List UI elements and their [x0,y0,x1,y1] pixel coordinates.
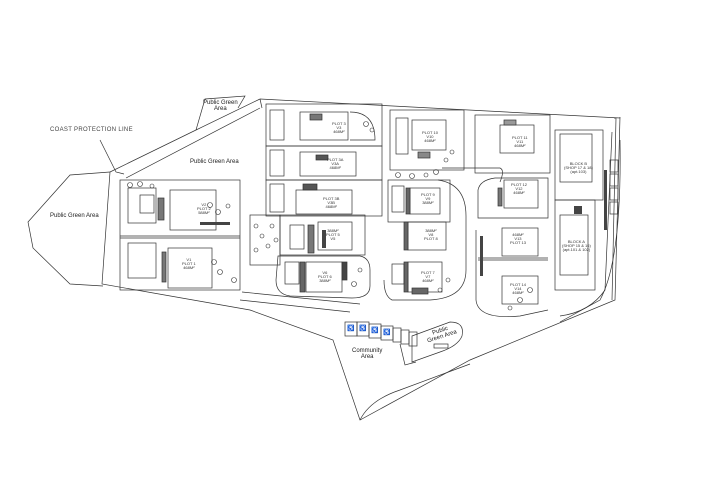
accessible-parking-icon: ♿ [371,328,379,334]
plot-number: PLOT 3A [327,157,344,162]
plot-number: PLOT 2 [197,206,211,212]
plot-area: 468M² [333,129,345,135]
plot-villa: V12 [515,186,523,192]
plot-villa: V11 [516,139,524,145]
plot-area: 468M² [512,232,524,237]
plot-block-1-2 [119,179,241,291]
plot-area: 388M² [319,278,331,284]
label-line: Community [352,348,383,354]
plot-10-label: PLOT 10 V10 468M² [422,130,438,144]
plot-number: PLOT 1 [182,261,196,267]
accessible-parking-icon: ♿ [383,330,391,336]
plot-area: 468M² [514,143,526,149]
plot-9-label: PLOT 9 V9 388M² [421,192,435,206]
plot-area: 468M² [512,290,524,296]
public-green-center-label: Public Green Area [190,159,239,165]
plot-area: 468M² [513,190,525,196]
plot-2-label: V2 PLOT 2 588M² [197,202,211,216]
label-line: Area [360,354,374,361]
plot-11-label: PLOT 11 V11 468M² [512,135,528,149]
plot-villa: V1 [186,257,192,262]
plot-number: PLOT 3 [332,121,346,126]
plot-5-label: 388M² PLOT 5 V5 [326,228,340,242]
plot-area: 468M² [424,138,436,144]
accessible-parking-icon: ♿ [359,326,367,332]
plot-3a-label: PLOT 3A V3A 468M² [327,157,344,171]
plot-12-label: PLOT 12 V12 468M² [511,182,527,196]
block-apts: (apt.101 & 102) [562,247,591,253]
plot-number: PLOT 3B [323,196,340,201]
plot-number: PLOT 7 [421,270,435,275]
plot-villa: V9 [425,196,431,202]
plot-area: 468M² [183,265,195,271]
block-apts: (apt.103) [570,169,587,175]
plot-area: 468M² [422,278,434,284]
public-green-left-label: Public Green Area [50,213,99,219]
plot-villa: V6 [322,270,328,275]
trees [127,121,533,311]
plot-6-label: V6 PLOT 6 388M² [318,270,332,284]
site-boundary [101,98,621,421]
plot-area: 388M² [422,200,434,206]
coast-protection-leader [99,139,125,175]
plot-number: PLOT 8 [424,236,438,242]
plot-13-label: 468M² V13 PLOT 13 [510,232,526,246]
plot-villa: V8 [428,232,434,238]
plot-number: PLOT 13 [510,240,526,246]
plot-8-label: 388M² V8 PLOT 8 [424,228,438,242]
plot-number: PLOT 10 [422,130,438,135]
block-a-label: BLOCK A (SHOP 15 & 16) (apt.101 & 102) [562,239,591,253]
plot-villa: V10 [426,134,434,140]
plot-7-label: PLOT 7 V7 468M² [421,270,435,284]
plot-3-label: PLOT 3 V3 468M² [332,121,346,135]
block-name: BLOCK A [567,239,585,244]
community-area-label: Community Area [352,348,382,361]
plot-3b-label: PLOT 3B V3B 468M² [323,196,340,210]
plot-villa: V7 [425,274,431,280]
plot-14-label: PLOT 14 V14 468M² [510,282,526,296]
plot-area: 468M² [329,165,341,171]
plot-villa: V13 [514,236,522,242]
public-green-left-boundary [27,171,111,287]
plot-villa: V2 [201,202,207,207]
public-green-top-label: Public Green Area [203,100,238,113]
block-b-label: BLOCK B (SHOP 17 & 18) (apt.103) [564,161,593,175]
label-line: Public Green [203,100,238,106]
plot-area: 388M² [327,228,339,233]
label-line: Area [214,106,227,113]
plot-villa: V14 [514,286,522,292]
plot-villa: V3B [327,200,335,206]
coast-protection-line-label: COAST PROTECTION LINE [50,127,133,133]
plot-number: PLOT 5 [326,232,340,238]
plot-area: 468M² [325,204,337,210]
plot-villa: V3A [331,161,339,167]
plot-villa: V5 [330,236,336,242]
plot-number: PLOT 12 [511,182,527,187]
public-green-top-boundary [195,95,246,131]
plot-area: 588M² [198,210,210,216]
plot-number: PLOT 9 [421,192,435,197]
plot-number: PLOT 11 [512,135,528,140]
plot-number: PLOT 6 [318,274,332,280]
block-shops: (SHOP 15 & 16) [562,243,591,249]
plot-1-label: V1 PLOT 1 468M² [182,257,196,271]
block-name: BLOCK B [569,161,588,166]
plot-villa: V3 [336,125,342,131]
accessible-parking-icon: ♿ [347,326,355,332]
block-shops: (SHOP 17 & 18) [564,165,593,171]
plot-area: 388M² [425,228,437,233]
plot-number: PLOT 14 [510,282,526,287]
